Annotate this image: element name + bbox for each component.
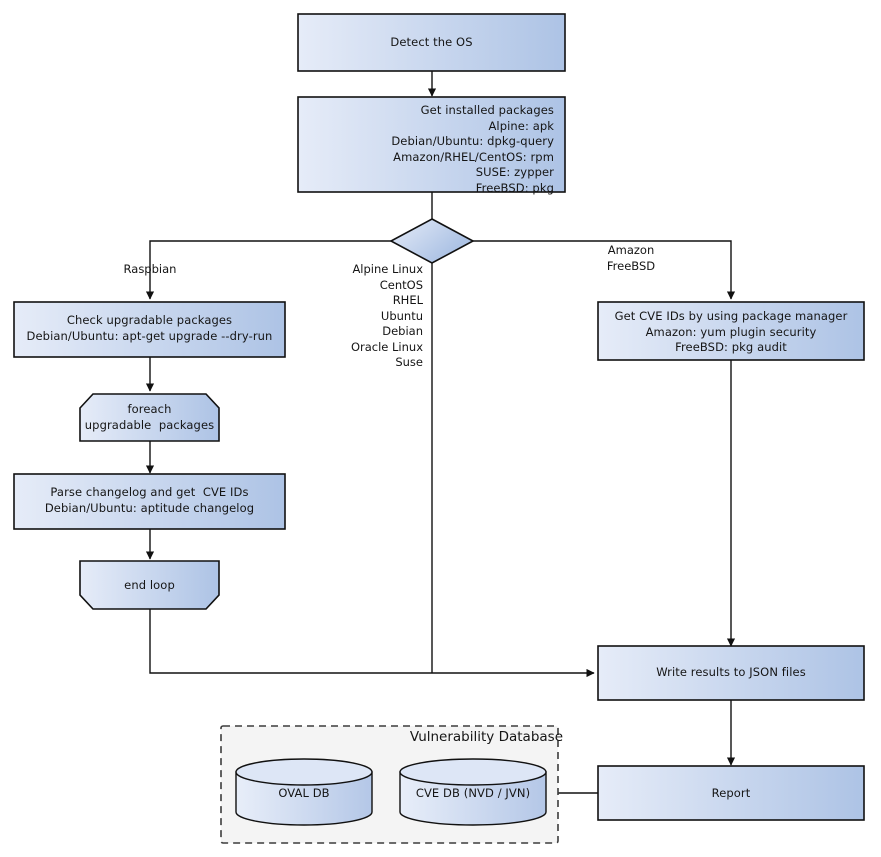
vulnerability-database-title: Vulnerability Database — [409, 729, 563, 745]
node-foreach-loop-shape — [79, 393, 220, 442]
node-get-cve-ids-shape — [597, 301, 865, 361]
node-os-decision-shape — [389, 218, 475, 264]
node-detect-os-shape — [297, 13, 566, 72]
edge-endloop-to-write-results — [149, 609, 595, 678]
node-end-loop-shape — [79, 560, 220, 610]
node-oval-db-shape — [235, 758, 373, 826]
node-cve-db-shape — [399, 758, 547, 826]
node-parse-changelog-shape — [13, 473, 286, 530]
node-report-label: Report — [711, 786, 751, 800]
node-write-results-shape — [597, 645, 865, 701]
node-report-shape — [597, 765, 865, 821]
node-end-loop-label: end loop — [124, 578, 175, 592]
edge-decision-right-amazon-freebsd — [472, 240, 736, 300]
node-get-installed-packages-shape — [297, 96, 566, 193]
vulnerability-database-group — [220, 725, 559, 844]
node-detect-os-label: Detect the OS — [390, 35, 473, 49]
edge-decision-left-raspbian — [145, 240, 392, 300]
edge-label-raspbian: Raspbian — [123, 262, 177, 276]
node-cve-db-label: CVE DB (NVD / JVN) — [415, 786, 531, 800]
node-oval-db-label: OVAL DB — [278, 786, 330, 800]
node-check-upgradable-shape — [13, 301, 286, 358]
node-write-results-label: Write results to JSON files — [656, 665, 806, 679]
